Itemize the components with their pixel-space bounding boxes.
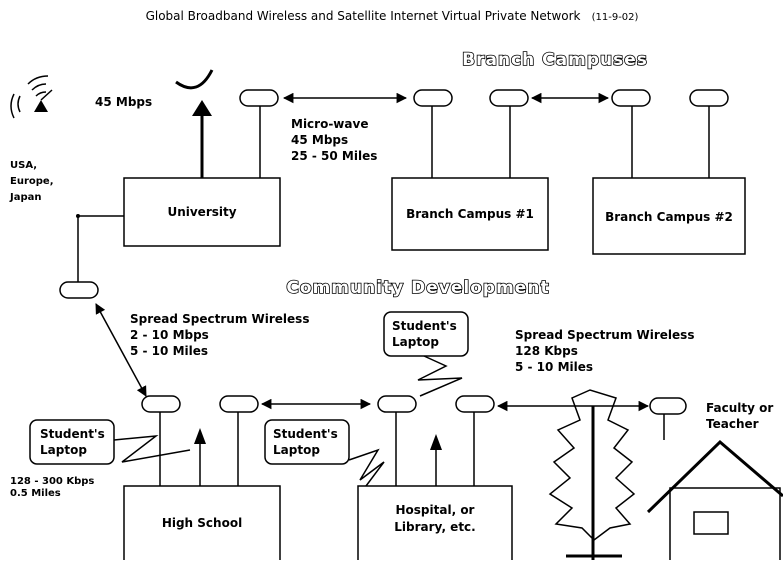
high-school-antenna-a [141, 395, 181, 413]
laptop-left [29, 419, 115, 465]
satellite-region-1: USA, [10, 160, 37, 171]
satellite-region-2: Europe, [10, 176, 54, 187]
hospital-antenna-b [455, 395, 495, 413]
laptop-mid-label-2: Laptop [273, 443, 320, 457]
laptop-top [383, 311, 469, 357]
laptop-left-wireless-zigzag [113, 435, 191, 463]
university-building [123, 177, 281, 247]
satellite-dish-icon [10, 75, 53, 119]
house-icon [646, 439, 783, 565]
university-feed-line [77, 215, 124, 282]
satellite-region-3: Japan [9, 192, 42, 203]
hospital-local-antenna-icon [430, 434, 442, 450]
spread-right-label-2: 128 Kbps [515, 344, 578, 358]
faculty-antenna [649, 397, 687, 415]
branch1-antenna-a [413, 89, 453, 107]
spread-left-label-2: 2 - 10 Mbps [130, 328, 209, 342]
spread-left-label-3: 5 - 10 Miles [130, 344, 208, 358]
university-antenna [239, 89, 279, 107]
hospital-library-building [357, 485, 513, 565]
faculty-label-2: Teacher [706, 417, 759, 431]
high-school-local-antenna-icon [194, 428, 206, 444]
laptop-range-label-1: 128 - 300 Kbps [10, 476, 94, 487]
spread-right-label-1: Spread Spectrum Wireless [515, 328, 694, 342]
laptop-top-label-1: Student's [392, 319, 457, 333]
laptop-range-label-2: 0.5 Miles [10, 488, 61, 499]
high-school-building [123, 485, 281, 565]
microwave-label-2: 45 Mbps [291, 133, 348, 147]
laptop-mid-label-1: Student's [273, 427, 338, 441]
branch-campuses-header: Branch Campuses [462, 50, 648, 70]
diagram-title: Global Broadband Wireless and Satellite … [146, 5, 639, 24]
university-label: University [167, 205, 236, 219]
branch-campus-1-label: Branch Campus #1 [406, 207, 534, 221]
microwave-label-3: 25 - 50 Miles [291, 149, 377, 163]
microwave-label-1: Micro-wave [291, 117, 368, 131]
high-school-antenna-b [219, 395, 259, 413]
laptop-top-label-2: Laptop [392, 335, 439, 349]
spread-right-label-3: 5 - 10 Miles [515, 360, 593, 374]
laptop-top-wireless-zigzag [417, 355, 463, 397]
high-school-label: High School [162, 516, 242, 530]
branch-campus-1-building [391, 177, 549, 251]
hospital-antenna-a [377, 395, 417, 413]
spread-spectrum-link-left [95, 303, 147, 397]
branch1-antenna-b [489, 89, 529, 107]
laptop-mid [264, 419, 350, 465]
university-dish-icon [175, 69, 214, 178]
branch2-antenna-b [689, 89, 729, 107]
tree-icon [548, 389, 636, 560]
satellite-speed-label: 45 Mbps [95, 95, 152, 109]
faculty-label-1: Faculty or [706, 401, 773, 415]
community-uplink-antenna [59, 281, 99, 299]
hospital-label-1: Hospital, or [396, 503, 475, 517]
hospital-label-2: Library, etc. [394, 520, 475, 534]
laptop-mid-wireless-zigzag [348, 448, 385, 487]
branch2-antenna-a [611, 89, 651, 107]
laptop-left-label-2: Laptop [40, 443, 87, 457]
spread-left-label-1: Spread Spectrum Wireless [130, 312, 309, 326]
community-development-header: Community Development [286, 278, 549, 298]
laptop-left-label-1: Student's [40, 427, 105, 441]
branch-campus-2-label: Branch Campus #2 [605, 210, 733, 224]
feed-junction [76, 214, 80, 218]
branch-campus-2-building [592, 177, 746, 255]
